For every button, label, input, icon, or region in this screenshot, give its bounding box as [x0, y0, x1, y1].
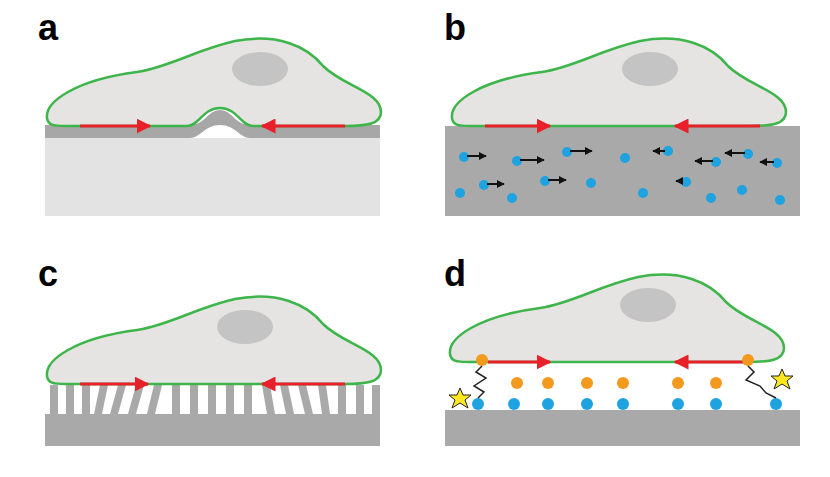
cell [47, 39, 381, 126]
traction-force-arrow [80, 383, 148, 386]
traction-force-arrow [485, 125, 550, 128]
panel-letter: d [444, 256, 466, 292]
fluorescent-beads [455, 146, 785, 205]
panel-letter: a [38, 10, 58, 46]
panel-a [45, 39, 381, 216]
displacement-arrows [467, 151, 774, 184]
substrate [45, 138, 380, 216]
fluorescence-stars [449, 369, 793, 408]
cell [47, 297, 381, 384]
micropillars [50, 385, 380, 414]
panel-c [45, 297, 381, 446]
substrate-base [45, 414, 380, 446]
nucleus [217, 310, 273, 344]
nucleus [622, 52, 678, 86]
traction-force-arrow [80, 125, 150, 128]
panel-letter: b [444, 10, 466, 46]
tethers [474, 366, 776, 398]
substrate [445, 126, 800, 216]
panel-letter: c [38, 256, 58, 292]
traction-force-arrow [675, 361, 748, 364]
nucleus [620, 288, 676, 322]
panel-d [445, 275, 800, 446]
tension-sensor-ligands [476, 354, 754, 389]
traction-force-arrow [262, 383, 345, 386]
traction-force-arrow [262, 125, 345, 128]
cell [450, 275, 784, 362]
substrate [445, 410, 800, 446]
traction-force-arrow [488, 361, 550, 364]
traction-force-arrow [675, 125, 760, 128]
nucleus [232, 52, 288, 86]
panel-b [445, 39, 800, 216]
cell [452, 39, 786, 126]
tension-sensor-anchors [472, 398, 782, 410]
